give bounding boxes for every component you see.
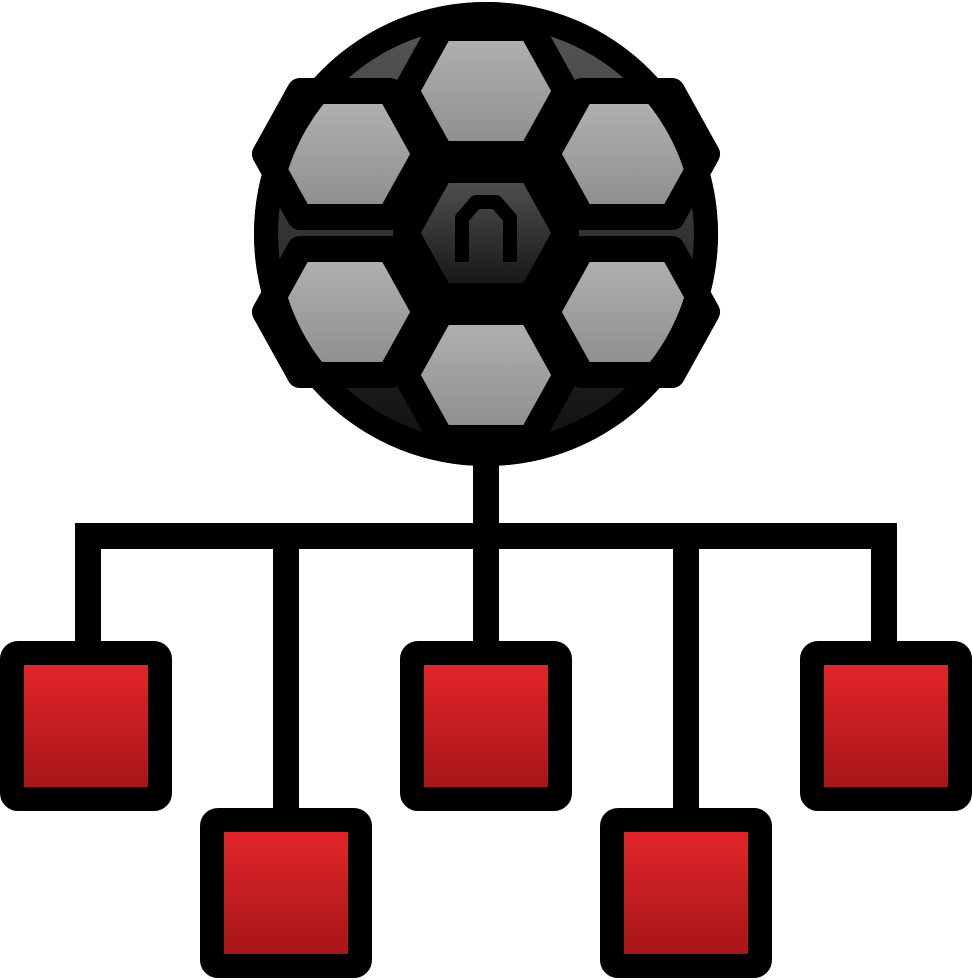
player-box-1 [0,641,172,811]
player-nodes [0,641,972,978]
ball-panel-center [393,157,579,309]
ball-rim [254,2,718,466]
ball-panel-bottom [393,299,579,451]
player-box-5 [800,641,972,811]
soccer-ball-icon [252,2,720,466]
connector-lines [75,440,897,820]
player-box-4 [600,808,772,978]
player-box-3 [400,641,572,811]
ball-panel-top [393,15,579,167]
ball-center-highlight [455,195,517,262]
player-box-2 [200,808,372,978]
